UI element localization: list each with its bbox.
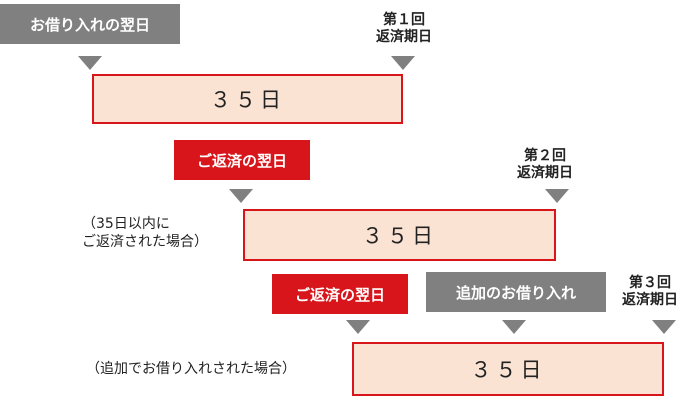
due-marker-arrow-3 [652,320,676,334]
repayment-next-day-tag-2: ご返済の翌日 [272,274,408,314]
additional-loan-marker-arrow [502,320,526,334]
repayment-next-day-tag-1: ご返済の翌日 [174,140,310,180]
loan-next-day-tag: お借り入れの翌日 [0,4,180,44]
period-bar-2: ３５日 [243,209,556,261]
due-marker-arrow-1 [391,56,415,70]
period-bar-1: ３５日 [92,74,403,124]
second-due-date-label: 第２回 返済期日 [517,148,573,181]
start-marker-arrow-3 [346,320,370,334]
period-bar-3: ３５日 [352,342,664,396]
due-marker-arrow-2 [545,189,569,203]
third-due-date-label: 第３回 返済期日 [622,275,678,308]
additional-loan-tag: 追加のお借り入れ [426,272,606,312]
first-due-date-label: 第１回 返済期日 [376,12,432,45]
additional-loan-note: （追加でお借り入れされた場合） [86,361,296,377]
start-marker-arrow-2 [229,189,253,203]
within-35-days-note: （35日以内に ご返済された場合） [82,216,208,250]
start-marker-arrow-1 [78,56,102,70]
